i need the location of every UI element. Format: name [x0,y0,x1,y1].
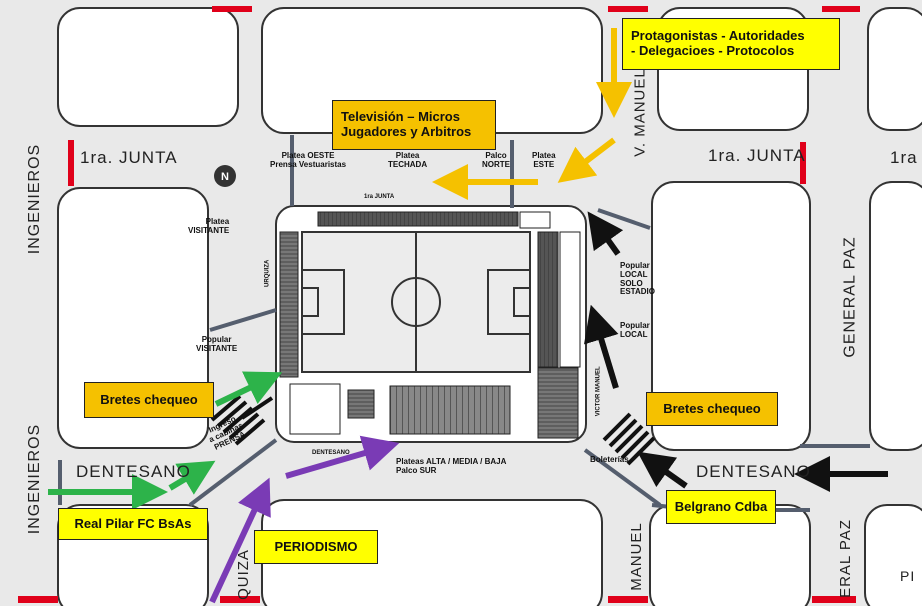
street-vertical-bottom: MANUEL [627,522,645,591]
goal-area-right [513,287,531,317]
street-right: GENERAL PAZ [841,236,859,358]
street-vertical-top: V. MANUEL [631,68,649,157]
north-compass-icon: N [214,165,236,187]
block [57,7,239,127]
stand-east-boxes [559,231,581,368]
orange-arrows [432,28,632,200]
callout-bretes-right: Bretes chequeo [646,392,778,426]
street-right-bottom: ERAL PAZ [836,519,854,598]
block [869,181,922,451]
label-platea-este: Platea ESTE [532,151,556,169]
press-building [289,383,341,435]
stand-south [389,385,511,435]
goal-area-left [301,287,319,317]
street-bottom-left: DENTESANO [76,462,191,481]
street-bottom-right: DENTESANO [696,462,811,481]
label-popular-local: Popular LOCAL [620,321,650,339]
block [651,181,811,451]
street-top-far-right: 1ra [890,148,918,167]
stand-north [317,211,519,227]
bretes-left [210,394,274,446]
label-plateas-alta: Plateas ALTA / MEDIA / BAJA Palco SUR [396,457,507,475]
black-arrows [583,211,888,492]
stand-west [279,231,299,378]
label-platea-oeste: Platea OESTE Prensa Vestuaristas [270,151,347,169]
stand-southeast [537,367,579,439]
callout-real-pilar: Real Pilar FC BsAs [58,508,208,540]
purple-arrows [209,435,400,604]
callout-protagonistas-line2: - Delegacioes - Protocolos [631,43,795,58]
callout-periodismo: PERIODISMO [254,530,378,564]
label-platea-visitante: Platea VISITANTE [188,217,230,235]
label-boleterias: Boleterías [590,455,629,464]
street-top-left: 1ra. JUNTA [80,148,178,167]
label-side-1ra-junta: 1ra JUNTA [364,194,395,200]
callout-television: Televisión – Micros Jugadores y Arbitros [332,100,496,150]
callout-protagonistas-line1: Protagonistas - Autoridades [631,28,805,44]
callout-television-line2: Jugadores y Arbitros [341,124,472,139]
label-side-victor: VICTOR MANUEL [595,366,602,417]
street-bottom-far-right: PI [900,568,916,584]
green-arrows [48,371,283,510]
street-left-bottom: INGENIEROS [26,423,44,535]
palco-norte-box [519,211,551,229]
stand-east [537,231,559,368]
label-popular-local-solo: Popular LOCAL SOLO ESTADIO [620,261,655,297]
stadium [275,205,587,443]
label-popular-visitante: Popular VISITANTE [196,335,238,353]
callout-belgrano: Belgrano Cdba [666,490,776,524]
press-stand [347,389,375,419]
street-bottom-center: QUIZA [234,549,252,600]
svg-text:N: N [221,171,229,183]
label-platea-techada: Platea TECHADA [388,151,428,169]
bretes-right [602,412,656,466]
red-markers [18,6,860,603]
label-side-urquiza: URQUIZA [264,259,271,287]
label-palco-norte: Palco NORTE [482,151,510,169]
block [867,7,922,131]
callout-television-line1: Televisión – Micros [341,109,460,125]
label-side-dentesano: DENTESANO [312,450,350,456]
callout-bretes-left: Bretes chequeo [84,382,214,418]
street-top-right: 1ra. JUNTA [708,146,806,165]
street-left-top: INGENIEROS [26,143,44,255]
callout-protagonistas: Protagonistas - Autoridades - Delegacioe… [622,18,840,70]
center-circle [391,277,441,327]
block [864,504,922,606]
